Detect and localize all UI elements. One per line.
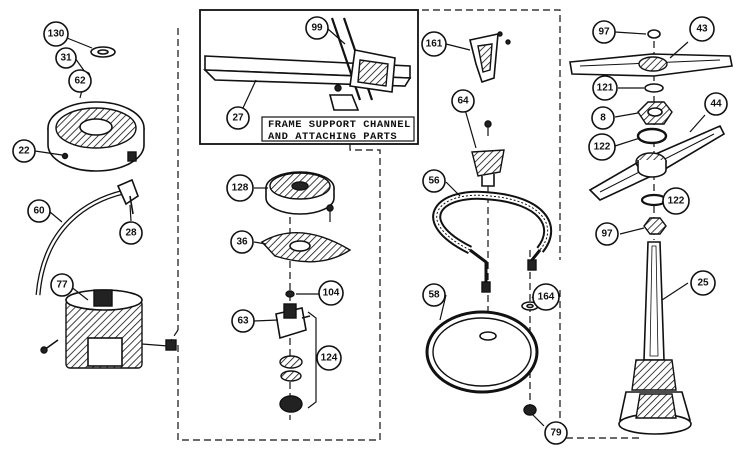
callout-label: 122 [668, 196, 685, 207]
cam-plate-part [260, 232, 352, 263]
callout-25: 25 [690, 270, 716, 296]
callout-97-lower: 97 [595, 222, 619, 246]
callout-130: 130 [43, 21, 69, 47]
callout-label: 97 [601, 229, 613, 240]
callout-22: 22 [12, 139, 36, 163]
callout-124: 124 [316, 345, 342, 371]
callout-label: 60 [33, 206, 45, 217]
callout-label: 164 [538, 292, 555, 303]
callout-label: 43 [696, 24, 708, 35]
inset-caption-line-1: FRAME SUPPORT CHANNEL [268, 119, 411, 131]
callout-77: 77 [50, 273, 74, 297]
callout-28: 28 [119, 221, 143, 245]
leader-lines [34, 28, 706, 427]
callout-27: 27 [226, 106, 250, 130]
callout-label: 8 [600, 113, 606, 124]
callout-79: 79 [544, 421, 568, 445]
callout-122-lower: 122 [662, 187, 690, 215]
callout-label: 79 [550, 428, 562, 439]
gasket-ring-part [425, 310, 539, 394]
hose-part [35, 189, 125, 296]
callout-label: 128 [232, 183, 249, 194]
callout-label: 62 [74, 76, 86, 87]
nut-part [637, 101, 673, 125]
small-screw-part [61, 152, 69, 160]
callout-label: 97 [598, 27, 610, 38]
callout-97: 97 [592, 20, 616, 44]
callout-label: 161 [426, 39, 443, 50]
callout-99: 99 [305, 16, 329, 40]
washer-stack-part [279, 311, 317, 413]
upper-spray-arm-part [569, 53, 733, 77]
callout-label: 31 [60, 53, 72, 64]
callout-161: 161 [421, 31, 447, 57]
nut-part [523, 404, 537, 416]
callout-56: 56 [422, 169, 446, 193]
callout-label: 130 [48, 29, 65, 40]
callout-label: 121 [597, 83, 614, 94]
ring-part [636, 127, 668, 145]
lower-spray-arm-part [588, 124, 726, 201]
callout-44: 44 [704, 92, 728, 116]
nut-part [643, 217, 667, 235]
callout-43: 43 [689, 16, 715, 42]
callout-label: 36 [236, 237, 248, 248]
motor-plate-part [47, 101, 145, 172]
callout-label: 44 [710, 99, 722, 110]
cap-part [647, 29, 661, 39]
callout-8: 8 [591, 106, 615, 130]
callout-label: 124 [321, 353, 338, 364]
callout-label: 77 [56, 280, 68, 291]
bracket-part [469, 31, 511, 84]
callout-104: 104 [318, 280, 344, 306]
callout-60: 60 [27, 199, 51, 223]
callout-label: 25 [697, 278, 709, 289]
callout-label: 99 [311, 23, 323, 34]
callout-label: 27 [232, 113, 244, 124]
small-washer-part [521, 301, 539, 311]
callout-label: 58 [428, 290, 440, 301]
callout-label: 28 [125, 228, 137, 239]
inset-caption-line-2: AND ATTACHING PARTS [268, 131, 397, 143]
washer-part [90, 46, 116, 58]
seal-part [644, 83, 664, 93]
callout-label: 122 [594, 142, 611, 153]
small-washer-part [285, 290, 295, 298]
bracket-part [275, 303, 311, 340]
valve-part [471, 120, 505, 187]
callout-164: 164 [532, 283, 560, 311]
callout-label: 63 [237, 316, 249, 327]
callout-label: 64 [457, 96, 469, 107]
callout-label: 104 [323, 288, 340, 299]
motor-part [40, 289, 177, 369]
callout-label: 56 [428, 176, 440, 187]
callout-64: 64 [451, 89, 475, 113]
callout-31: 31 [55, 47, 77, 69]
callout-122: 122 [588, 133, 616, 161]
callout-62: 62 [68, 69, 92, 93]
callout-36: 36 [230, 230, 254, 254]
callout-63: 63 [231, 309, 255, 333]
screw-part [326, 204, 334, 222]
tube-assembly-part [618, 241, 692, 435]
gear-part [265, 171, 335, 215]
callout-label: 22 [18, 146, 30, 157]
hose-clamp-part [116, 178, 139, 215]
callout-128: 128 [226, 174, 254, 202]
callout-58: 58 [422, 283, 446, 307]
callout-121: 121 [592, 75, 618, 101]
heater-element-part [432, 190, 553, 293]
